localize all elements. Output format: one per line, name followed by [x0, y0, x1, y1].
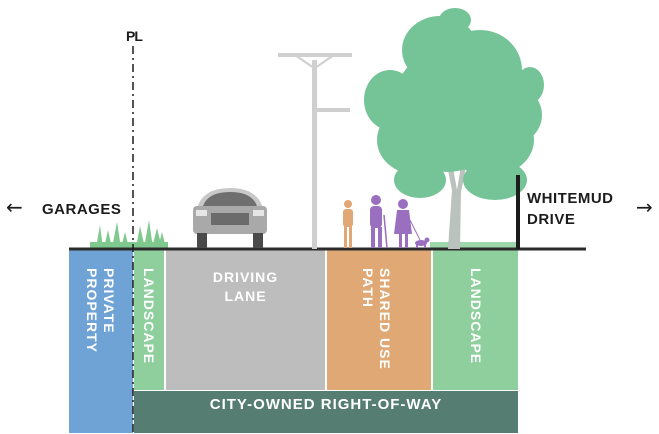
driving-lane-band	[166, 250, 325, 390]
pedestrian-with-dog-icon	[394, 199, 430, 248]
tree-icon	[364, 8, 544, 249]
garages-label: GARAGES	[42, 201, 122, 218]
landscape-left-label: LANDSCAPE	[141, 268, 157, 365]
shared-use-path-band	[327, 250, 431, 390]
right-of-way-label: CITY-OWNED RIGHT-OF-WAY	[209, 396, 443, 413]
landscape-left-band	[134, 250, 164, 390]
right-arrow-icon: →	[636, 195, 653, 219]
private-property-band	[69, 250, 133, 433]
pedestrian-orange-icon	[343, 200, 353, 248]
car-icon	[193, 188, 267, 248]
whitemud-drive-label: WHITEMUD DRIVE	[527, 190, 614, 228]
landscape-right-band	[433, 250, 518, 390]
right-of-way-band	[134, 391, 518, 433]
driving-lane-label: DRIVING LANE	[212, 269, 279, 304]
grass-left	[90, 220, 168, 248]
boundary-wall	[516, 175, 520, 249]
private-property-label: PRIVATE PROPERTY	[84, 268, 117, 354]
shared-use-path-label: SHARED USE PATH	[360, 268, 393, 370]
pedestrian-with-cane-icon	[370, 195, 388, 249]
left-arrow-icon: ←	[6, 195, 23, 219]
property-line-label: PL	[126, 28, 143, 44]
street-light-icon	[278, 53, 352, 249]
grass-right	[430, 242, 518, 248]
landscape-right-label: LANDSCAPE	[468, 268, 484, 365]
